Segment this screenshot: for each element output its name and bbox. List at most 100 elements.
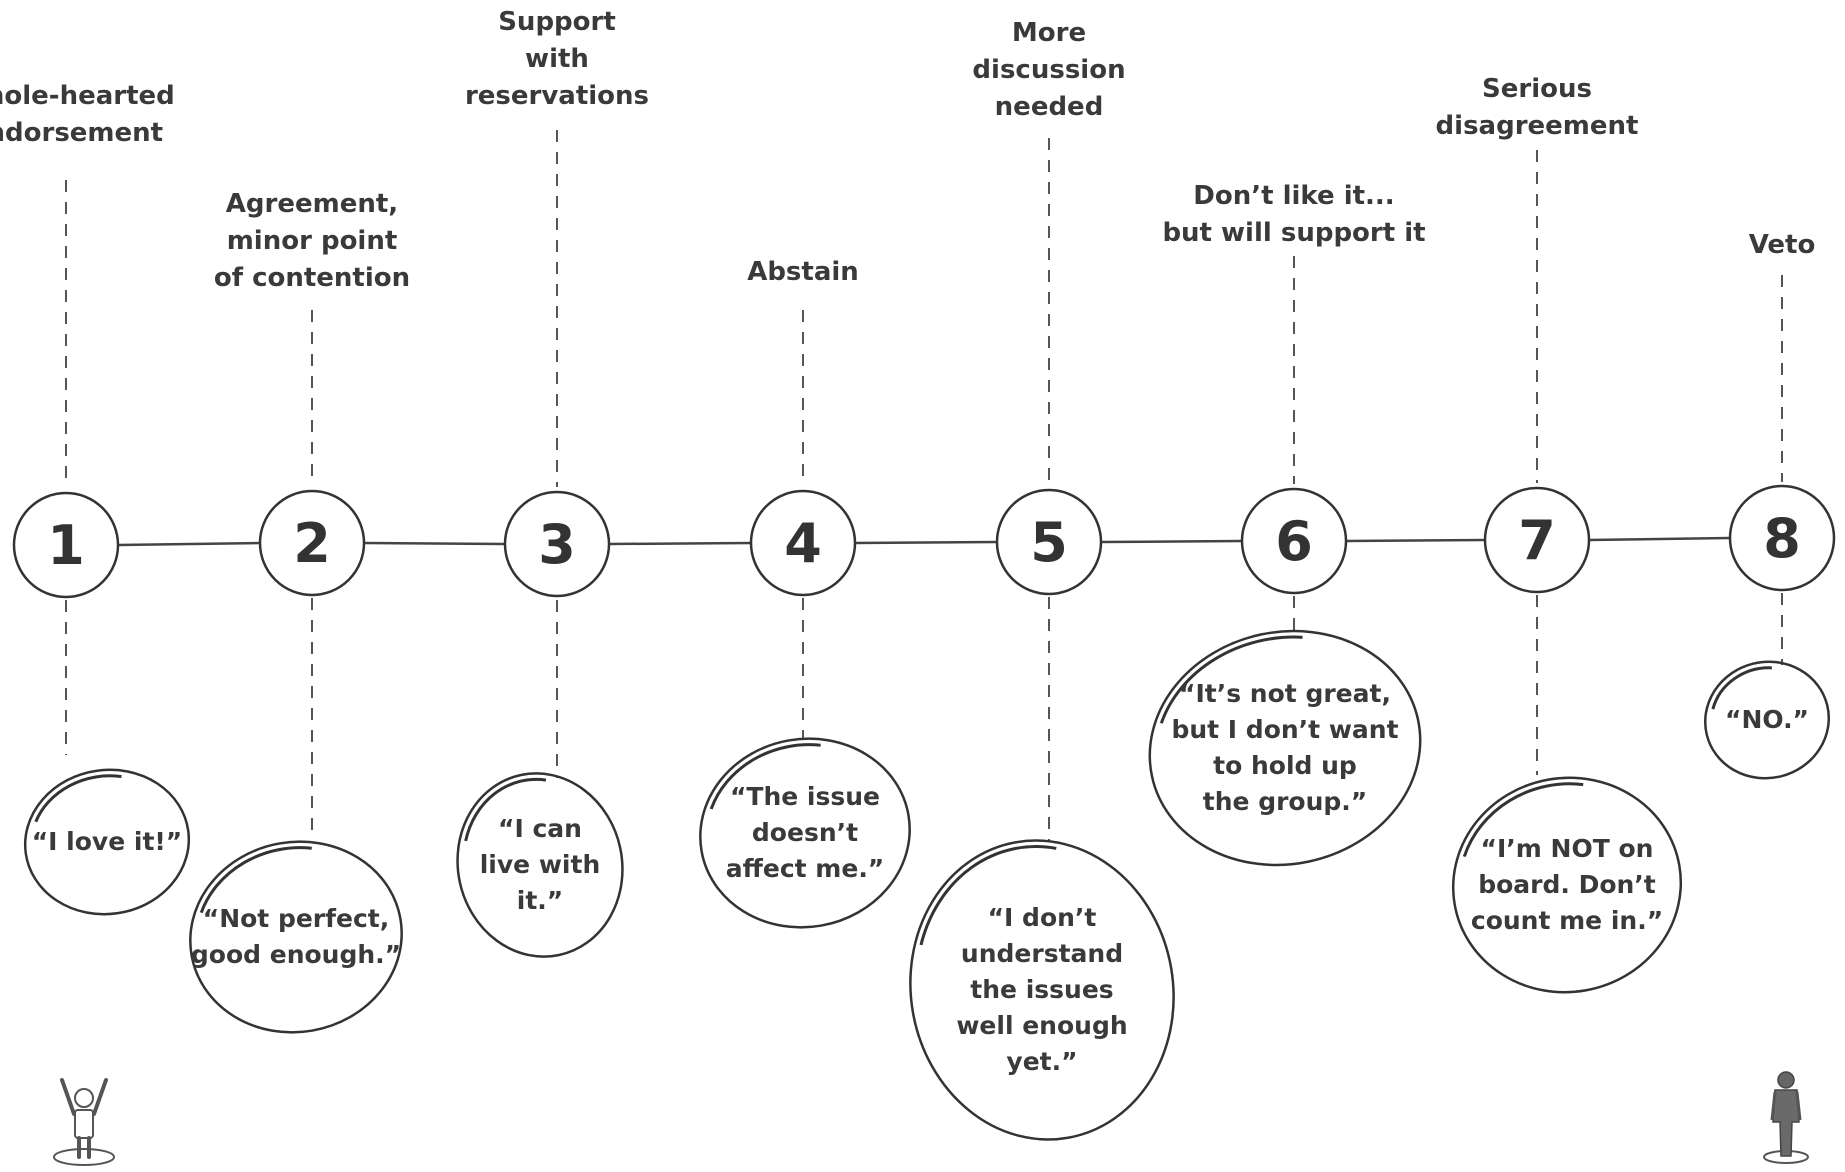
standing-person-icon bbox=[1763, 1071, 1809, 1164]
title-line: Whole-hearted bbox=[0, 81, 175, 111]
bubble-sketch-stroke bbox=[1462, 782, 1584, 858]
bubble-sketch-stroke bbox=[1159, 635, 1303, 724]
quote-line: “I don’t bbox=[987, 903, 1097, 932]
title-line: endorsement bbox=[0, 118, 164, 148]
step-number: 6 bbox=[1275, 510, 1313, 573]
title-line: needed bbox=[994, 92, 1104, 122]
bubble-sketch-stroke bbox=[919, 845, 1057, 946]
step-3-node: 3 bbox=[503, 490, 611, 598]
title-line: disagreement bbox=[1435, 111, 1639, 141]
step-number: 5 bbox=[1030, 511, 1068, 574]
title-line: with bbox=[525, 44, 589, 74]
step-4-quote: “The issue doesn’t affect me.” bbox=[726, 779, 884, 887]
title-line: Don’t like it... bbox=[1193, 181, 1395, 211]
scale-connector-line bbox=[1345, 538, 1486, 543]
step-8-quote: “NO.” bbox=[1725, 702, 1809, 738]
step-number: 1 bbox=[47, 514, 85, 577]
quote-line: “I can bbox=[498, 814, 582, 843]
step-number: 7 bbox=[1518, 509, 1556, 572]
title-line: of contention bbox=[213, 263, 411, 293]
quote-line: board. Don’t bbox=[1478, 870, 1656, 899]
scale-connector-line bbox=[854, 540, 998, 545]
quote-line: understand bbox=[960, 939, 1124, 968]
quote-line: count me in.” bbox=[1470, 906, 1664, 935]
step-1-node: 1 bbox=[12, 491, 120, 599]
step-number: 8 bbox=[1763, 507, 1801, 570]
step-circle bbox=[1728, 484, 1836, 592]
bubble-sketch-stroke bbox=[1711, 666, 1772, 710]
title-line: Veto bbox=[1748, 230, 1816, 260]
step-6-node: 6 bbox=[1240, 487, 1348, 595]
step-circle bbox=[503, 490, 611, 598]
step-6-quote: “It’s not great, but I don’t want to hold … bbox=[1171, 676, 1398, 820]
quote-line: doesn’t bbox=[751, 818, 859, 847]
title-line: reservations bbox=[464, 81, 650, 111]
step-3-title: Support with reservations bbox=[465, 4, 649, 115]
title-line: Agreement, bbox=[225, 189, 399, 219]
quote-line: “I’m NOT on bbox=[1480, 834, 1654, 863]
step-7-node: 7 bbox=[1483, 486, 1591, 594]
step-1-quote: “I love it!” bbox=[32, 824, 183, 860]
step-5-node: 5 bbox=[995, 488, 1103, 596]
quote-line: to hold up bbox=[1213, 751, 1357, 780]
title-line: More bbox=[1011, 18, 1087, 48]
quote-line: the issues bbox=[970, 975, 1114, 1004]
quote-line: “NO.” bbox=[1725, 705, 1809, 734]
step-circle bbox=[749, 489, 857, 597]
quote-bubble bbox=[189, 840, 403, 1034]
step-1-title: Whole-hearted endorsement bbox=[0, 78, 175, 152]
step-number: 4 bbox=[784, 512, 822, 575]
bubble-sketch-stroke bbox=[199, 846, 312, 914]
scale-connector-line bbox=[363, 541, 506, 546]
step-circle bbox=[258, 489, 366, 597]
title-line: discussion bbox=[972, 55, 1126, 85]
step-7-title: Serious disagreement bbox=[1436, 71, 1639, 145]
quote-bubble bbox=[1451, 776, 1683, 994]
quote-line: but I don’t want bbox=[1171, 715, 1399, 744]
step-circle bbox=[1240, 487, 1348, 595]
scale-connector-line bbox=[608, 541, 752, 546]
quote-bubble bbox=[909, 839, 1175, 1141]
step-circle bbox=[995, 488, 1103, 596]
quote-line: “It’s not great, bbox=[1179, 679, 1391, 708]
quote-line: it.” bbox=[516, 886, 564, 915]
title-line: minor point bbox=[226, 226, 398, 256]
quote-line: good enough.” bbox=[190, 940, 402, 969]
step-2-title: Agreement, minor point of contention bbox=[214, 186, 410, 297]
quote-line: yet.” bbox=[1006, 1047, 1078, 1076]
title-line: Abstain bbox=[747, 257, 859, 287]
quote-line: “The issue bbox=[729, 782, 881, 811]
quote-line: “Not perfect, bbox=[202, 904, 390, 933]
step-circle bbox=[12, 491, 120, 599]
quote-bubble bbox=[1148, 629, 1422, 867]
quote-bubble bbox=[456, 772, 624, 958]
bubble-sketch-stroke bbox=[464, 777, 547, 842]
quote-bubble bbox=[699, 737, 911, 929]
step-2-node: 2 bbox=[258, 489, 366, 597]
step-8-node: 8 bbox=[1728, 484, 1836, 592]
scale-connector-line bbox=[1100, 539, 1243, 544]
quote-line: the group.” bbox=[1202, 787, 1368, 816]
bubble-sketch-stroke bbox=[34, 774, 122, 823]
step-5-title: More discussion needed bbox=[972, 15, 1125, 126]
quote-bubble bbox=[1703, 660, 1831, 780]
step-number: 2 bbox=[293, 512, 331, 575]
step-number: 3 bbox=[538, 513, 576, 576]
step-7-quote: “I’m NOT on board. Don’t count me in.” bbox=[1471, 831, 1663, 939]
quote-line: live with bbox=[479, 850, 601, 879]
cheering-person-icon bbox=[53, 1078, 115, 1166]
quote-bubble bbox=[23, 768, 191, 916]
scale-connector-line bbox=[1588, 536, 1731, 542]
quote-line: well enough bbox=[956, 1011, 1128, 1040]
title-line: Support bbox=[498, 7, 616, 37]
quote-line: “I love it!” bbox=[31, 827, 183, 856]
step-4-node: 4 bbox=[749, 489, 857, 597]
title-line: but will support it bbox=[1162, 218, 1426, 248]
quote-line: affect me.” bbox=[725, 854, 885, 883]
title-line: Serious bbox=[1482, 74, 1592, 104]
step-3-quote: “I can live with it.” bbox=[480, 811, 601, 919]
step-circle bbox=[1483, 486, 1591, 594]
step-8-title: Veto bbox=[1749, 227, 1816, 264]
step-4-title: Abstain bbox=[747, 254, 859, 291]
